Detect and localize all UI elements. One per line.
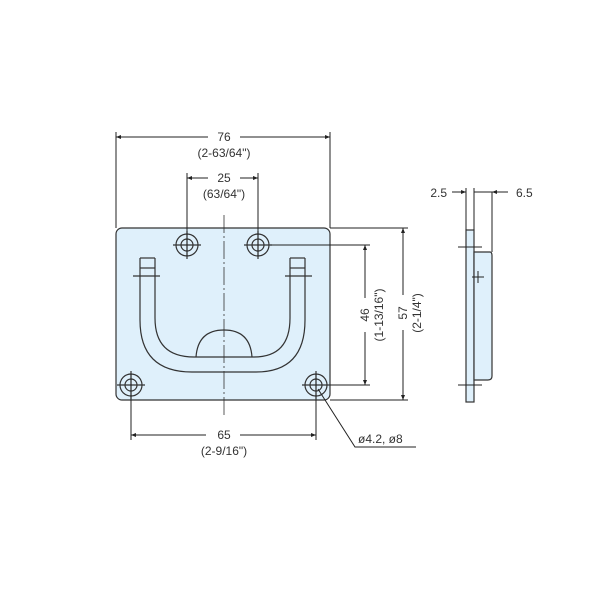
front-plate xyxy=(115,227,331,401)
handle xyxy=(133,257,312,373)
dim-46-mm: 46 xyxy=(358,308,372,322)
dim-65-inch: (2-9/16") xyxy=(201,444,247,458)
extension-lines xyxy=(115,132,408,440)
hole-diameter-label: ø4.2, ø8 xyxy=(358,432,403,446)
dim-57-mm: 57 xyxy=(396,306,410,320)
dim-depth: 6.5 xyxy=(516,186,533,200)
dim-76-inch: (2-63/64") xyxy=(198,146,251,160)
dim-57-inch: (2-1/4") xyxy=(410,293,424,333)
dim-46-inch: (1-13/16") xyxy=(372,289,386,342)
dimension-lines xyxy=(116,135,416,448)
side-view xyxy=(452,188,508,403)
dim-25-mm: 25 xyxy=(217,171,231,185)
dim-76-mm: 76 xyxy=(217,130,231,144)
dim-65-mm: 65 xyxy=(217,428,231,442)
dim-25-inch: (63/64") xyxy=(203,187,245,201)
dim-thickness: 2.5 xyxy=(430,186,447,200)
